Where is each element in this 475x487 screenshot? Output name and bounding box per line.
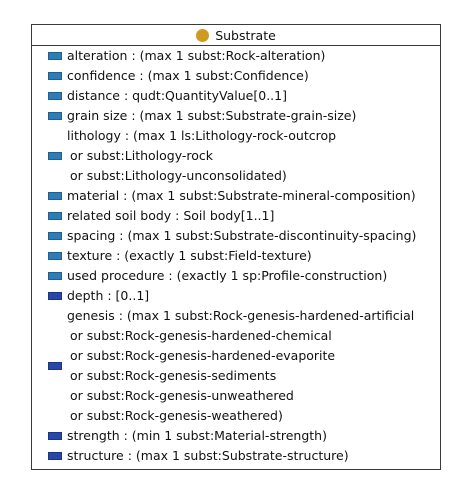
object-property-icon <box>48 252 62 260</box>
attribute-row[interactable]: genesis : (max 1 subst:Rock-genesis-hard… <box>32 306 440 426</box>
attribute-text: structure : (max 1 subst:Substrate-struc… <box>67 448 349 463</box>
object-property-icon <box>48 192 62 200</box>
object-property-icon <box>48 92 62 100</box>
datatype-property-icon <box>48 292 62 300</box>
attribute-row[interactable]: used procedure : (exactly 1 sp:Profile-c… <box>32 266 440 286</box>
object-property-icon <box>48 72 62 80</box>
datatype-property-icon <box>48 432 62 440</box>
attribute-row[interactable]: grain size : (max 1 subst:Substrate-grai… <box>32 106 440 126</box>
attribute-row[interactable]: lithology : (max 1 ls:Lithology-rock-out… <box>32 126 440 186</box>
attribute-text: confidence : (max 1 subst:Confidence) <box>67 68 309 83</box>
attribute-text: spacing : (max 1 subst:Substrate-discont… <box>67 228 417 243</box>
attribute-text: or subst:Rock-genesis-hardened-chemical <box>70 328 332 343</box>
datatype-property-icon <box>48 452 62 460</box>
class-header: Substrate <box>32 25 440 46</box>
class-title: Substrate <box>215 27 276 43</box>
attribute-text: genesis : (max 1 subst:Rock-genesis-hard… <box>67 308 415 323</box>
attribute-text: alteration : (max 1 subst:Rock-alteratio… <box>67 48 326 63</box>
attribute-text: strength : (min 1 subst:Material-strengt… <box>67 428 327 443</box>
attribute-row[interactable]: spacing : (max 1 subst:Substrate-discont… <box>32 226 440 246</box>
attribute-row[interactable]: material : (max 1 subst:Substrate-minera… <box>32 186 440 206</box>
uml-class-box[interactable]: Substrate alteration : (max 1 subst:Rock… <box>31 24 441 470</box>
attribute-text: or subst:Rock-genesis-unweathered <box>70 388 294 403</box>
attribute-text: or subst:Lithology-rock <box>70 148 214 163</box>
attribute-text: texture : (exactly 1 subst:Field-texture… <box>67 248 312 263</box>
object-property-icon <box>48 52 62 60</box>
object-property-icon <box>48 272 62 280</box>
attribute-row[interactable]: confidence : (max 1 subst:Confidence) <box>32 66 440 86</box>
object-property-icon <box>48 232 62 240</box>
class-icon <box>196 28 210 42</box>
attribute-row[interactable]: distance : qudt:QuantityValue[0..1] <box>32 86 440 106</box>
attribute-text: grain size : (max 1 subst:Substrate-grai… <box>67 108 357 123</box>
attribute-row[interactable]: related soil body : Soil body[1..1] <box>32 206 440 226</box>
attribute-row[interactable]: depth : [0..1] <box>32 286 440 306</box>
attribute-text: or subst:Rock-genesis-weathered) <box>70 408 283 423</box>
attribute-text: related soil body : Soil body[1..1] <box>67 208 275 223</box>
attribute-text: depth : [0..1] <box>67 288 150 303</box>
attribute-row[interactable]: alteration : (max 1 subst:Rock-alteratio… <box>32 46 440 66</box>
attribute-text: material : (max 1 subst:Substrate-minera… <box>67 188 416 203</box>
attribute-text: used procedure : (exactly 1 sp:Profile-c… <box>67 268 388 283</box>
object-property-icon <box>48 152 62 160</box>
attribute-text: lithology : (max 1 ls:Lithology-rock-out… <box>67 128 337 143</box>
datatype-property-icon <box>48 362 62 370</box>
attribute-row[interactable]: strength : (min 1 subst:Material-strengt… <box>32 426 440 446</box>
object-property-icon <box>48 212 62 220</box>
attribute-row[interactable]: texture : (exactly 1 subst:Field-texture… <box>32 246 440 266</box>
attribute-text: or subst:Rock-genesis-sediments <box>70 368 277 383</box>
attribute-text: distance : qudt:QuantityValue[0..1] <box>67 88 287 103</box>
attribute-text: or subst:Rock-genesis-hardened-evaporite <box>70 348 336 363</box>
attribute-text: or subst:Lithology-unconsolidated) <box>70 168 287 183</box>
object-property-icon <box>48 112 62 120</box>
attribute-row[interactable]: structure : (max 1 subst:Substrate-struc… <box>32 446 440 466</box>
